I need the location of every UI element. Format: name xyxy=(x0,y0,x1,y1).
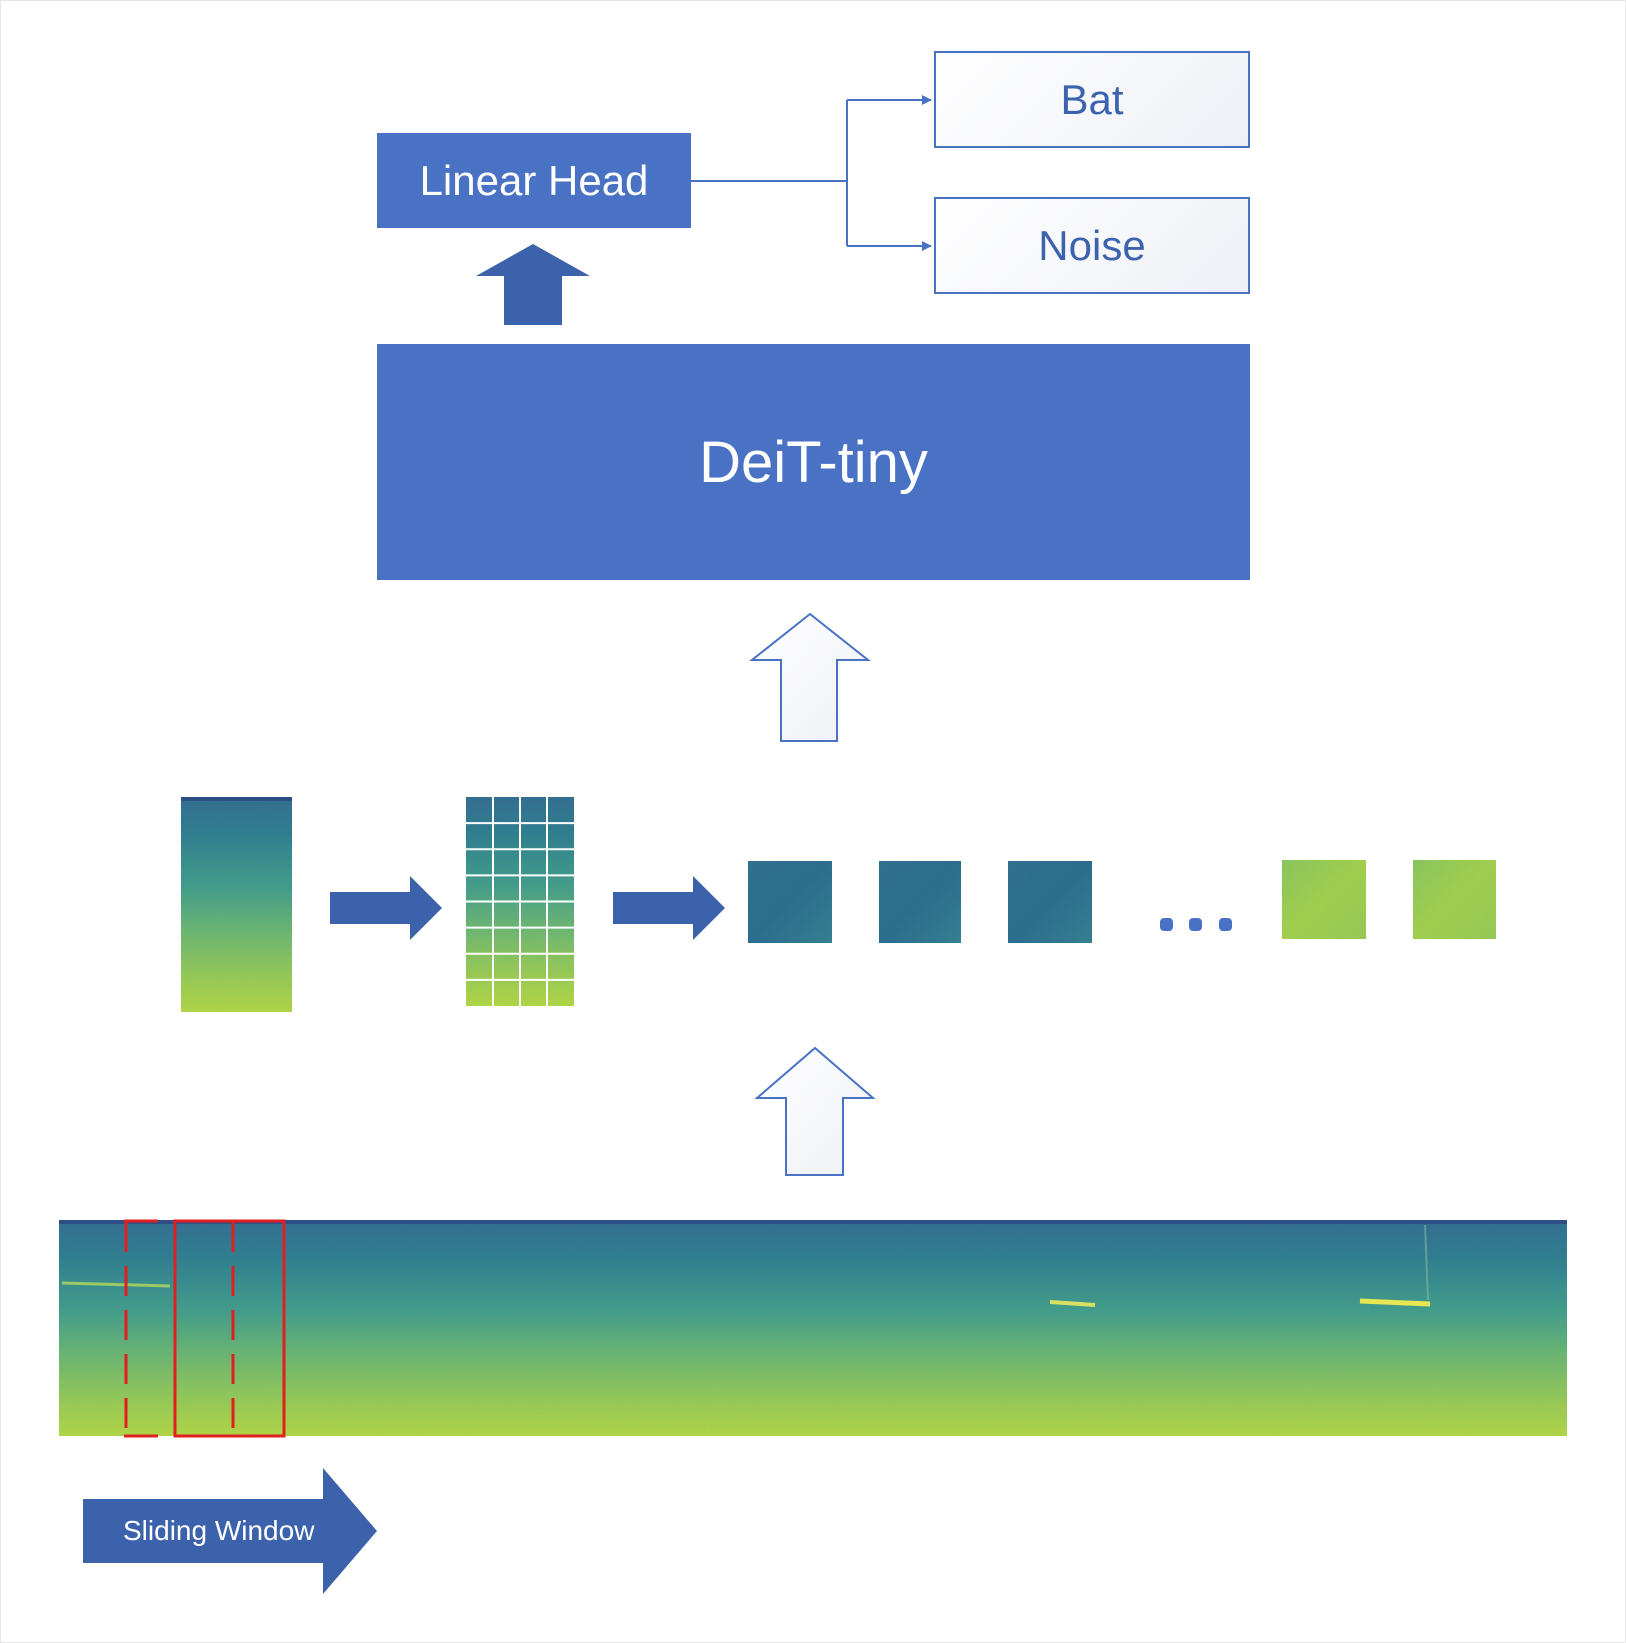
up-arrow-hollow-top xyxy=(749,612,871,742)
sliding-window-frames xyxy=(124,1219,286,1438)
sliding-window-label-wrap: Sliding Window xyxy=(83,1499,373,1563)
output-bat-box: Bat xyxy=(934,51,1250,148)
patch-token-3 xyxy=(1008,861,1092,943)
ellipsis-dots xyxy=(1160,918,1232,931)
output-noise-box: Noise xyxy=(934,197,1250,294)
up-arrow-solid xyxy=(476,244,590,325)
linear-head-box: Linear Head xyxy=(377,133,691,228)
sliding-window-arrow xyxy=(83,1468,377,1594)
patch-token-2 xyxy=(879,861,961,943)
right-arrow-1 xyxy=(330,876,442,940)
right-arrow-2 xyxy=(613,876,725,940)
sliding-window-label: Sliding Window xyxy=(123,1515,315,1546)
head-to-outputs-connector xyxy=(691,95,932,251)
up-arrow-hollow-bottom xyxy=(754,1046,876,1176)
patch-token-6 xyxy=(1413,860,1496,939)
long-spectrogram xyxy=(59,1220,1567,1436)
patch-token-1 xyxy=(748,861,832,943)
deit-tiny-label: DeiT-tiny xyxy=(699,429,928,495)
window-spectrogram xyxy=(181,797,292,1012)
patch-token-5 xyxy=(1282,860,1366,939)
output-noise-label: Noise xyxy=(1038,221,1146,269)
patched-spectrogram xyxy=(466,797,574,1006)
linear-head-label: Linear Head xyxy=(419,156,649,204)
output-bat-label: Bat xyxy=(1060,75,1124,123)
deit-tiny-block: DeiT-tiny xyxy=(377,344,1250,580)
